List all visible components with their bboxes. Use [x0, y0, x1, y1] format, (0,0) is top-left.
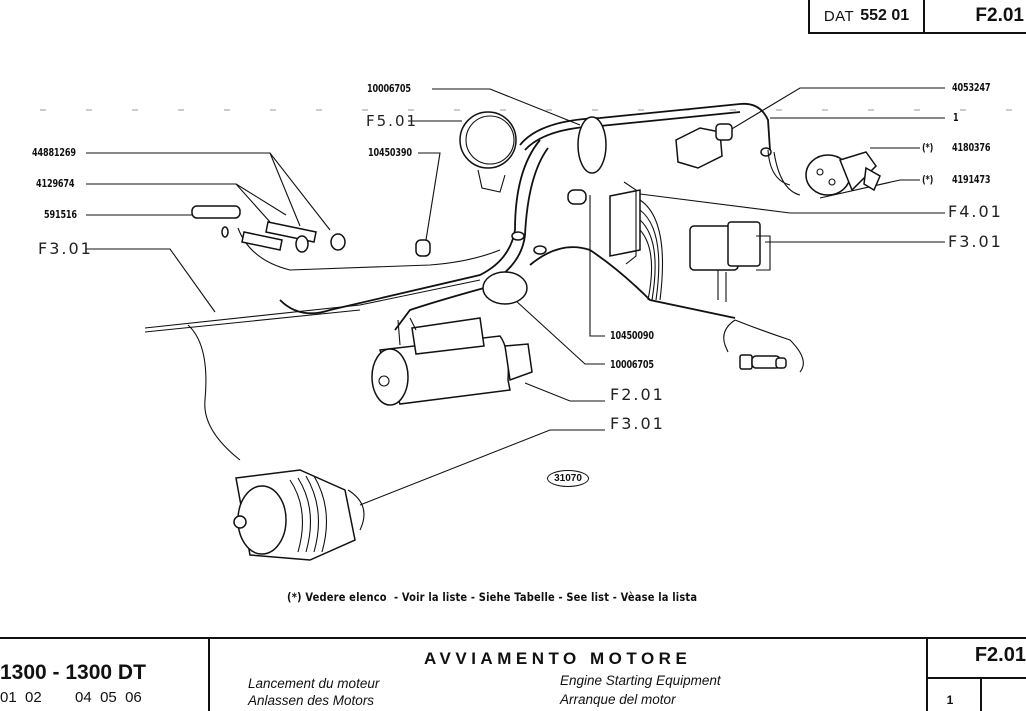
- leader-10006705-top: [432, 88, 581, 126]
- model-variants: 01 02 04 05 06: [0, 689, 142, 706]
- section-cell: F2.01 1: [926, 639, 1026, 711]
- ref-f3-right[interactable]: F3.01: [948, 232, 1003, 251]
- section-code-footer: F2.01: [974, 644, 1026, 666]
- ref-f5[interactable]: F5.01: [366, 112, 419, 130]
- leader-lines: [86, 87, 945, 506]
- exploded-diagram: 44881269 4129674 591516 F3.01 10006705 F…: [0, 40, 1026, 600]
- model-name: 1300 - 1300 DT: [0, 661, 146, 684]
- leader-10450390: [418, 152, 441, 241]
- model-cell: 1300 - 1300 DT 01 02 04 05 06: [0, 639, 210, 711]
- callout-4191473: 4191473: [952, 173, 991, 186]
- callout-4180376: 4180376: [952, 141, 991, 154]
- callout-44881269: 44881269: [32, 146, 76, 159]
- sheet-number: 1: [946, 693, 954, 707]
- title-block: 1300 - 1300 DT 01 02 04 05 06 AVVIAMENTO…: [0, 637, 1026, 711]
- leader-f3-left: [86, 248, 216, 313]
- cable-clip: [415, 189, 587, 257]
- leader-f3-center: [359, 429, 605, 506]
- divider: [980, 677, 982, 711]
- title-german: Anlassen des Motors: [248, 693, 375, 708]
- horn: [459, 111, 517, 193]
- dat-prefix: DAT: [823, 7, 855, 25]
- leader-4129674-b: [235, 183, 287, 216]
- ignition-switch: [767, 149, 881, 196]
- wiring-harness: [144, 102, 804, 461]
- footnote: (*) Vedere elenco - Voir la liste - Sieh…: [287, 590, 698, 604]
- callout-4129674: 4129674: [36, 177, 75, 190]
- ref-f2-center[interactable]: F2.01: [610, 385, 665, 404]
- leader-4129674: [86, 183, 271, 223]
- section-code: F2.01: [975, 5, 1024, 26]
- ref-f3-center[interactable]: F3.01: [610, 414, 665, 433]
- title-cell: AVVIAMENTO MOTORE Lancement du moteur An…: [210, 639, 926, 711]
- callout-10006705-top: 10006705: [367, 82, 411, 95]
- leader-4053247: [729, 87, 945, 131]
- leader-f4-right: [639, 193, 945, 214]
- diagram-drawing: [40, 87, 1020, 561]
- leader-4191473: [819, 179, 920, 199]
- ref-f4-right[interactable]: F4.01: [948, 202, 1003, 221]
- title-english: Engine Starting Equipment: [560, 673, 721, 688]
- callout-1: 1: [953, 111, 959, 124]
- figure-number: 31070: [554, 473, 582, 484]
- leader-44881269-b: [269, 152, 301, 227]
- leader-10006705-bottom: [514, 299, 605, 365]
- callout-4053247: 4053247: [952, 81, 991, 94]
- title-french: Lancement du moteur: [248, 676, 380, 691]
- terminal-bolts: [191, 205, 346, 253]
- title-spanish: Arranque del motor: [560, 692, 676, 707]
- glow-plug-switch: [675, 123, 733, 169]
- fuse-box: [609, 181, 664, 301]
- title-italian: AVVIAMENTO MOTORE: [424, 649, 692, 668]
- callout-10450090: 10450090: [610, 329, 654, 342]
- header-reference-box: DAT 552 01 F2.01: [808, 0, 1026, 34]
- leader-f2-center: [524, 382, 605, 402]
- glow-plug-connector: [739, 354, 787, 370]
- callout-10450390: 10450390: [368, 146, 412, 159]
- leader-10450090: [589, 195, 605, 337]
- figure-number-badge: 31070: [547, 470, 589, 487]
- callout-10006705-bottom: 10006705: [610, 358, 654, 371]
- ref-f3-left[interactable]: F3.01: [38, 239, 93, 258]
- callout-4191473-marker: (*): [922, 173, 934, 186]
- divider: [928, 677, 1026, 679]
- callout-4180376-marker: (*): [922, 141, 934, 154]
- starter-motor: [371, 317, 533, 406]
- alternator: [233, 469, 365, 561]
- relay: [689, 221, 771, 302]
- dat-cell: DAT 552 01: [810, 0, 925, 32]
- callout-591516: 591516: [44, 208, 77, 221]
- dat-number: 552 01: [860, 7, 910, 24]
